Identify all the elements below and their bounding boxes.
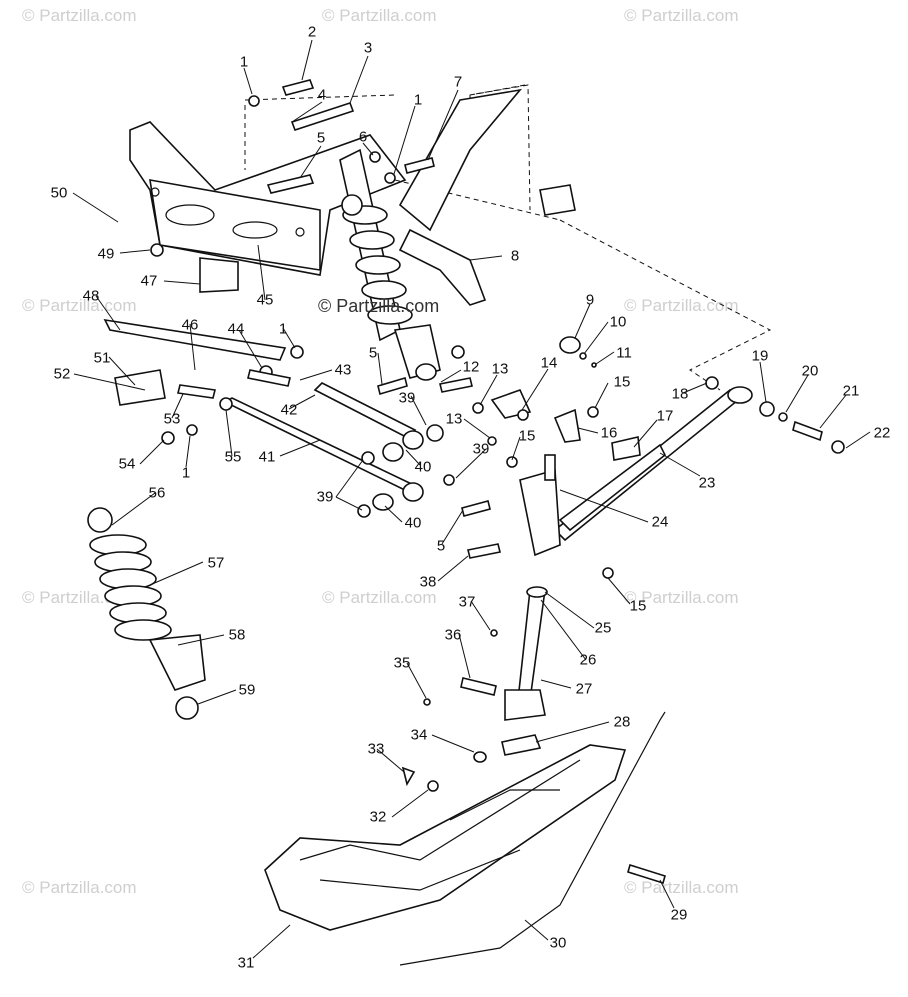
callout-19: 19 <box>751 347 769 365</box>
callout-56: 56 <box>148 484 166 502</box>
callout-1a: 1 <box>239 53 249 71</box>
callout-27: 27 <box>575 680 593 698</box>
callout-32: 32 <box>369 808 387 826</box>
watermark: © Partzilla.com <box>624 296 739 315</box>
callout-38: 38 <box>419 573 437 591</box>
a-arm <box>553 386 753 542</box>
ski <box>264 744 627 931</box>
callout-26: 26 <box>579 651 597 669</box>
callout-43: 43 <box>334 361 352 379</box>
callout-39c: 39 <box>316 488 334 506</box>
callout-18: 18 <box>671 385 689 403</box>
watermark-center: © Partzilla.com <box>318 296 440 316</box>
callout-14: 14 <box>540 354 558 372</box>
callout-2: 2 <box>307 23 317 41</box>
callout-52: 52 <box>53 365 71 383</box>
callout-55: 55 <box>224 448 242 466</box>
callout-51: 51 <box>93 349 111 367</box>
callout-33: 33 <box>367 740 385 758</box>
leader-lines <box>72 39 871 959</box>
watermark: © Partzilla.com <box>22 296 137 315</box>
callout-25: 25 <box>594 619 612 637</box>
callout-36: 36 <box>444 626 462 644</box>
callout-16: 16 <box>600 424 618 442</box>
callout-59: 59 <box>238 681 256 699</box>
callout-17: 17 <box>656 407 674 425</box>
callout-5b: 5 <box>436 537 446 555</box>
watermark: © Partzilla.com <box>624 588 739 607</box>
callout-7: 7 <box>453 73 463 91</box>
mounting-bracket <box>114 369 166 406</box>
callout-15c: 15 <box>629 597 647 615</box>
frame-bulkhead <box>129 121 407 276</box>
watermark: © Partzilla.com <box>22 878 137 897</box>
callout-28: 28 <box>613 713 631 731</box>
watermark: © Partzilla.com <box>22 6 137 25</box>
ski-bolt <box>627 863 666 885</box>
callout-49: 49 <box>97 245 115 263</box>
callout-35: 35 <box>393 654 411 672</box>
callout-12: 12 <box>462 358 480 376</box>
callout-54: 54 <box>118 455 136 473</box>
callout-23: 23 <box>698 474 716 492</box>
callout-20: 20 <box>801 362 819 380</box>
callout-6: 6 <box>358 128 368 146</box>
callout-40a: 40 <box>414 458 432 476</box>
callout-40b: 40 <box>404 514 422 532</box>
callout-1d: 1 <box>181 464 191 482</box>
callout-29: 29 <box>670 906 688 924</box>
callout-42: 42 <box>280 401 298 419</box>
lower-shock <box>87 507 206 720</box>
watermark: © Partzilla.com <box>322 6 437 25</box>
watermark: © Partzilla.com <box>624 6 739 25</box>
callout-24: 24 <box>651 513 669 531</box>
callout-37: 37 <box>458 593 476 611</box>
callout-41: 41 <box>258 448 276 466</box>
spindle-pin <box>460 677 497 696</box>
callout-44: 44 <box>227 320 245 338</box>
hardware <box>150 79 845 792</box>
callout-13b: 13 <box>445 410 463 428</box>
callout-50: 50 <box>50 184 68 202</box>
callout-5c: 5 <box>368 344 378 362</box>
radius-rod <box>103 318 287 361</box>
upper-rod <box>313 382 417 439</box>
callout-31: 31 <box>237 954 255 972</box>
callout-53: 53 <box>163 410 181 428</box>
callout-1b: 1 <box>413 91 423 109</box>
callout-8: 8 <box>510 247 520 265</box>
watermark: © Partzilla.com <box>624 878 739 897</box>
callout-4: 4 <box>317 86 327 104</box>
watermark: © Partzilla.com <box>322 588 437 607</box>
callout-22: 22 <box>873 424 891 442</box>
callout-39b: 39 <box>472 440 490 458</box>
callout-47: 47 <box>140 272 158 290</box>
callout-57: 57 <box>207 554 225 572</box>
callout-9: 9 <box>585 291 595 309</box>
callout-34: 34 <box>410 726 428 744</box>
callout-45: 45 <box>256 291 274 309</box>
callout-1c: 1 <box>278 320 288 338</box>
callout-58: 58 <box>228 626 246 644</box>
callout-10: 10 <box>609 313 627 331</box>
callout-30: 30 <box>549 934 567 952</box>
callout-15b: 15 <box>518 427 536 445</box>
wear-bar <box>399 711 666 966</box>
callout-21: 21 <box>842 382 860 400</box>
callout-3: 3 <box>363 39 373 57</box>
spindle <box>504 454 561 721</box>
callout-13a: 13 <box>491 360 509 378</box>
callout-46: 46 <box>181 316 199 334</box>
callout-11: 11 <box>616 344 632 362</box>
callout-48: 48 <box>82 287 100 305</box>
callout-15a: 15 <box>613 373 631 391</box>
ski-saddle <box>501 734 542 756</box>
callout-5a: 5 <box>316 129 326 147</box>
callout-39a: 39 <box>398 389 416 407</box>
steering-arm <box>398 88 576 306</box>
